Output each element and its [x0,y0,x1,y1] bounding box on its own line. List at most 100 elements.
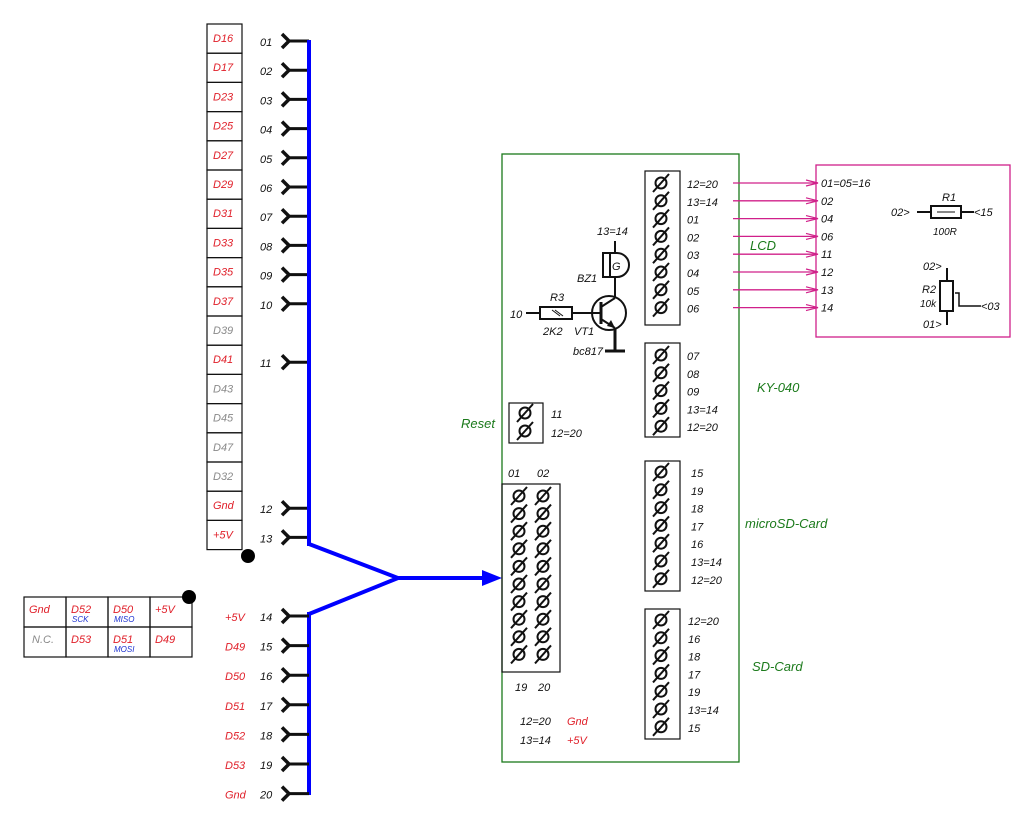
pin-socket-icon [510,591,528,612]
pin-socket-icon [652,416,670,437]
connector-pin-label: 03 [687,250,700,262]
pin-socket-icon [652,663,670,684]
pin-socket-icon [652,533,670,554]
lcd-target-pin: 01=05=16 [821,178,871,190]
signal-label: +5V [213,529,235,541]
pin-number: 16 [260,671,273,683]
pin-socket-icon [652,645,670,666]
lower-signal-label: D49 [225,642,245,654]
pin-socket-icon [652,627,670,648]
pin-socket-icon [652,208,670,229]
resistor-r1: R1 02> <15 100R [891,192,994,238]
pin-socket-icon [652,497,670,518]
sdcard-title: SD-Card [752,659,803,674]
header-pin-icon [280,295,311,313]
svg-text:11: 11 [551,409,562,421]
connector-pin-label: 09 [687,387,699,399]
lcd-target-pin: 13 [821,285,834,297]
connector-pin-label: 19 [691,486,703,498]
connector-pin-label: 17 [688,669,701,681]
main-header-bottom-right: 20 [537,682,551,694]
icsp-label: D50 [113,604,134,616]
net-legend: 12=20 Gnd 13=14 +5V [520,716,589,747]
ky040-title: KY-040 [757,380,800,395]
connector-pin-label: 12=20 [691,575,723,587]
pin-number: 12 [260,504,272,516]
connector-pin-label: 18 [691,504,704,516]
connector-pin-label: 12=20 [687,422,719,434]
pin-socket-icon [534,521,552,542]
pin-socket-icon [652,716,670,737]
wire-arrow-icon [805,179,819,187]
pin-socket-icon [652,380,670,401]
connector-pin-label: 15 [691,468,704,480]
svg-text:BZ1: BZ1 [577,273,597,285]
pin-socket-icon [652,568,670,589]
pin-number: 11 [260,358,271,370]
connector-pin-label: 13=14 [687,197,718,209]
pin-number: 20 [259,790,273,802]
svg-text:<15: <15 [974,207,994,219]
pin-socket-icon [652,345,670,365]
connector-pin-label: 17 [691,521,704,533]
header-pin-icon [280,725,311,744]
main-header: 01 02 19 20 [501,468,561,694]
microsd-title: microSD-Card [745,516,828,531]
connector-pin-label: 16 [691,539,704,551]
pin-socket-icon [534,503,552,524]
pin-socket-icon [534,556,552,577]
pin-socket-icon [652,173,670,193]
lower-signal-label: D51 [225,701,245,713]
pin-socket-icon [652,362,670,383]
pin-socket-icon [652,551,670,571]
connector-pin-label: 12=20 [687,179,719,191]
wire-arrow-icon [805,250,819,258]
pin-socket-icon [534,574,552,594]
icsp-label: +5V [155,604,177,616]
pin-socket-icon [510,574,528,594]
pin-number: 19 [260,760,272,772]
header-pin-icon [280,149,311,167]
lcd-target-pin: 04 [821,214,833,226]
pin1-marker-upper [241,549,255,563]
module-board [501,153,740,763]
pin-socket-icon [534,591,552,612]
lower-signal-label: D52 [225,730,245,742]
pin-socket-icon [510,556,528,577]
pin-number: 01 [260,37,272,49]
connector-pin-label: 13=14 [691,557,722,569]
wire-arrow-icon [805,286,819,294]
signal-label: D31 [213,208,233,220]
wire-arrow-icon [805,232,819,240]
svg-text:R2: R2 [922,284,936,296]
pin-socket-icon [510,609,528,630]
svg-text:<03: <03 [981,301,1001,313]
pin-socket-icon [510,626,528,647]
connector-pin-label: 13=14 [687,404,718,416]
pin-socket-icon [652,279,670,300]
signal-label: D33 [213,237,234,249]
pin-socket-icon [652,190,670,211]
header-pin-icon [280,119,311,138]
pin-socket-icon [534,486,552,506]
pin-socket-icon [652,515,670,536]
lcd-panel [815,164,1011,338]
signal-cell [206,519,243,551]
svg-text:12=20: 12=20 [551,428,583,440]
pin-socket-icon [510,503,528,524]
connector-pin-label: 08 [687,369,700,381]
pin-number: 05 [260,154,273,166]
pin-number: 02 [260,66,272,78]
signal-label: D47 [213,442,234,454]
svg-text:R3: R3 [550,292,565,304]
lower-signal-label: +5V [225,612,247,624]
wire-arrow-icon [805,268,819,276]
lower-signal-label: Gnd [225,790,247,802]
connector-pin-label: 05 [687,286,700,298]
icsp-sublabel: MISO [114,615,134,624]
